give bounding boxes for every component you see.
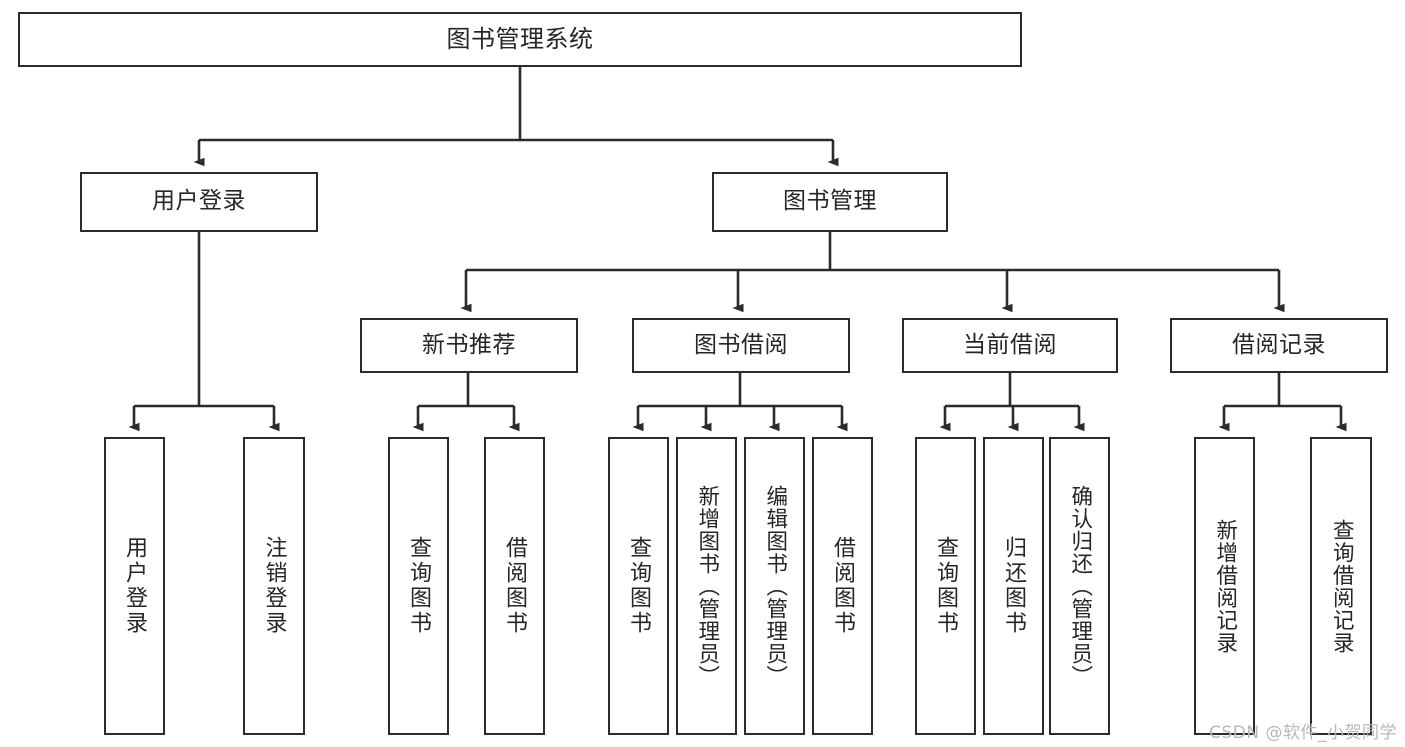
node-root-system[interactable]: 图书管理系统	[18, 12, 1022, 67]
node-label: 图书管理系统	[446, 25, 594, 54]
edges-borrow-record-to-leaves	[1218, 373, 1347, 432]
edges-root-to-level2	[193, 67, 839, 167]
node-book-manage[interactable]: 图书管理	[712, 172, 948, 232]
node-new-book-recommend[interactable]: 新书推荐	[360, 318, 578, 373]
edges-book-borrow-to-leaves	[632, 373, 848, 432]
node-leaf-query-book-1[interactable]: 查询图书	[388, 437, 449, 735]
edges-current-borrow-to-leaves	[939, 373, 1085, 432]
node-label: 图书管理	[783, 188, 877, 215]
node-leaf-query-borrow-record[interactable]: 查询借阅记录	[1310, 437, 1372, 735]
node-label: 用户登录	[122, 536, 148, 636]
node-leaf-edit-book[interactable]: 编辑图书（管理员）	[744, 437, 805, 735]
node-label: 借阅记录	[1232, 331, 1326, 358]
edges-user-login-to-leaves	[128, 232, 280, 432]
node-label: 注销登录	[261, 536, 287, 636]
node-label: 编辑图书（管理员）	[762, 484, 788, 688]
edges-new-book-rec-to-leaves	[412, 373, 520, 432]
node-label: 查询图书	[626, 536, 652, 636]
node-leaf-borrow-book-2[interactable]: 借阅图书	[812, 437, 873, 735]
node-leaf-add-borrow-record[interactable]: 新增借阅记录	[1194, 437, 1255, 735]
node-leaf-user-login[interactable]: 用户登录	[104, 437, 165, 735]
node-leaf-query-book-3[interactable]: 查询图书	[915, 437, 976, 735]
node-label: 借阅图书	[830, 536, 856, 636]
node-label: 新增借阅记录	[1212, 518, 1238, 654]
node-label: 图书借阅	[694, 331, 788, 358]
node-label: 用户登录	[152, 188, 246, 215]
node-label: 新增图书（管理员）	[694, 484, 720, 688]
edges-book-manage-to-level3	[460, 232, 1285, 313]
node-user-login[interactable]: 用户登录	[80, 172, 318, 232]
node-leaf-query-book-2[interactable]: 查询图书	[608, 437, 669, 735]
node-label: 确认归还（管理员）	[1067, 484, 1093, 688]
node-label: 当前借阅	[963, 331, 1057, 358]
node-label: 查询图书	[933, 536, 959, 636]
node-label: 归还图书	[1001, 536, 1027, 636]
node-label: 查询借阅记录	[1329, 518, 1355, 654]
node-leaf-add-book[interactable]: 新增图书（管理员）	[676, 437, 737, 735]
node-borrow-record[interactable]: 借阅记录	[1170, 318, 1388, 373]
node-label: 查询图书	[406, 536, 432, 636]
watermark-text: CSDN @软件_小贺同学	[1209, 723, 1397, 743]
node-current-borrow[interactable]: 当前借阅	[902, 318, 1118, 373]
node-book-borrow[interactable]: 图书借阅	[632, 318, 850, 373]
node-leaf-logout[interactable]: 注销登录	[243, 437, 305, 735]
node-label: 新书推荐	[422, 331, 516, 358]
node-leaf-borrow-book-1[interactable]: 借阅图书	[484, 437, 545, 735]
node-leaf-confirm-return[interactable]: 确认归还（管理员）	[1049, 437, 1110, 735]
node-leaf-return-book[interactable]: 归还图书	[983, 437, 1044, 735]
node-label: 借阅图书	[502, 536, 528, 636]
